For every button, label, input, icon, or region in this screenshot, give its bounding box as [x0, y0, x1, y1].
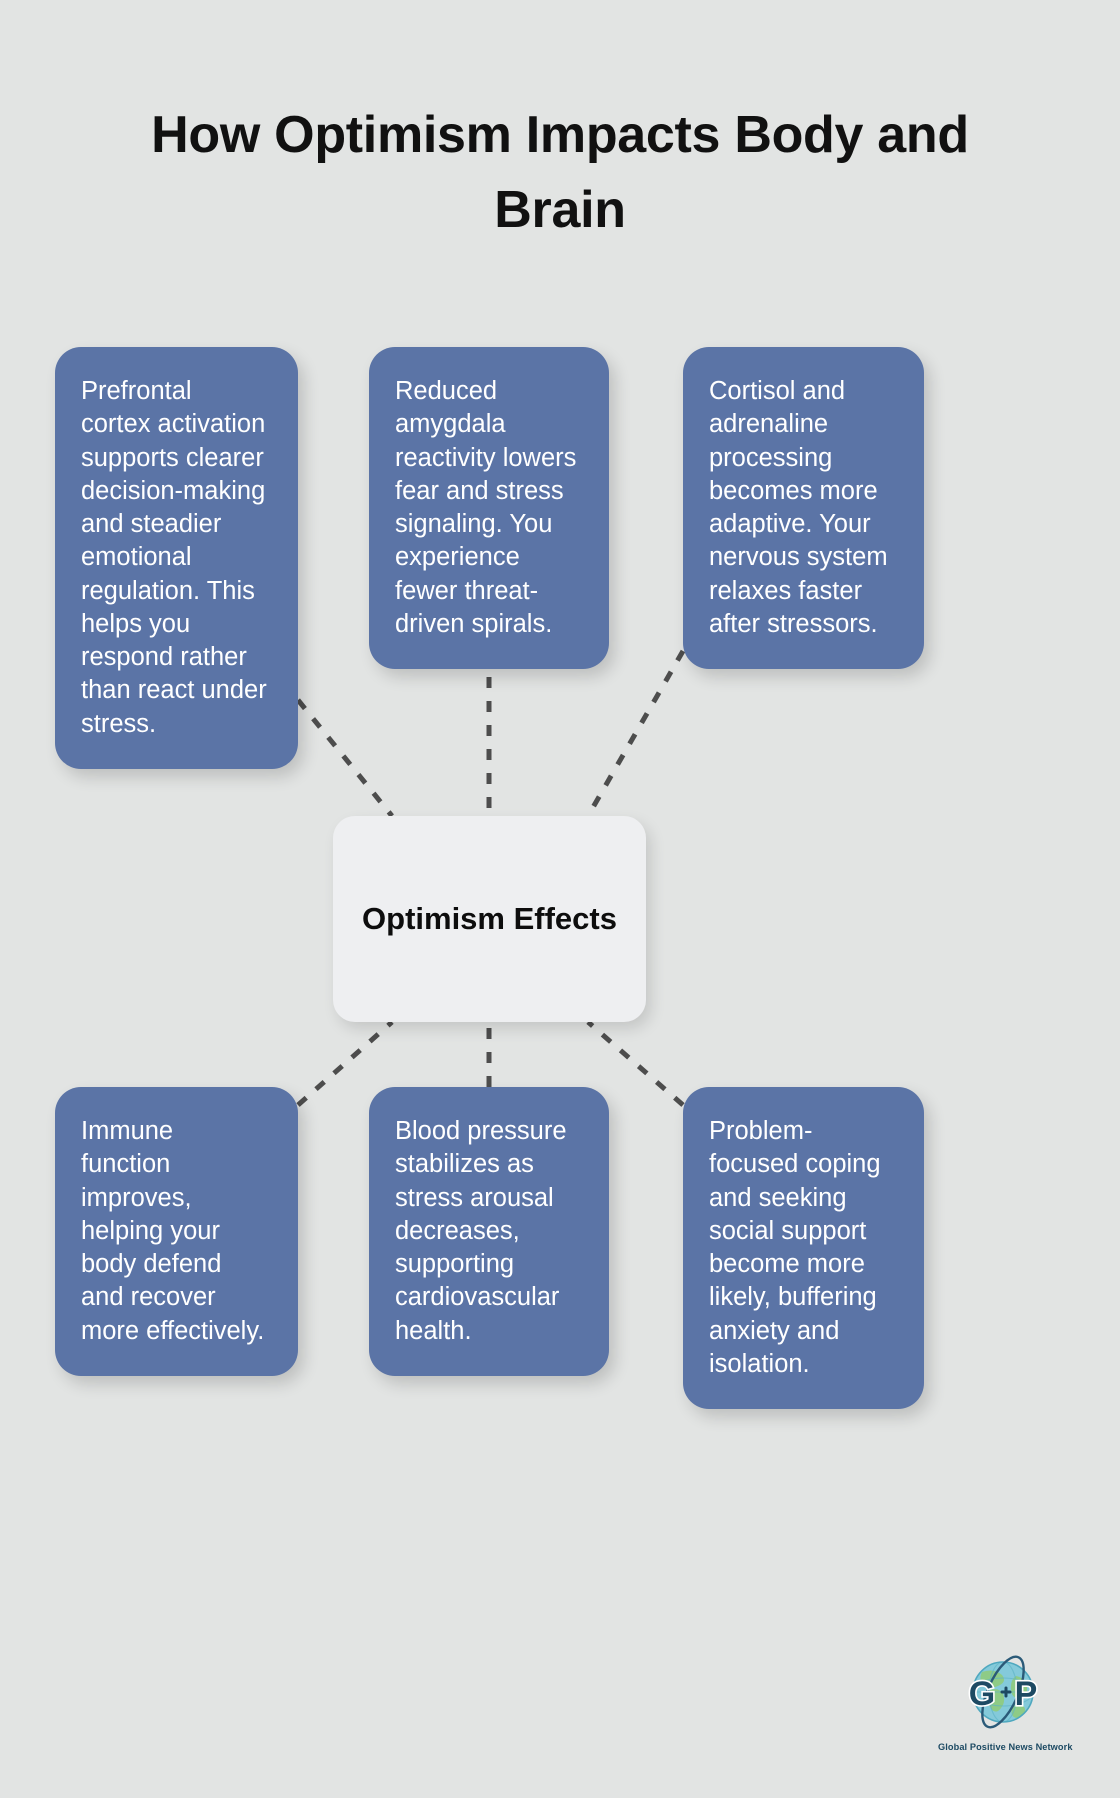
center-node-optimism-effects[interactable]: Optimism Effects: [333, 816, 646, 1022]
globe-icon: G P: [967, 1655, 1039, 1729]
effect-card-text: Problem-focused coping and seeking socia…: [709, 1117, 881, 1378]
brand-logo-caption: Global Positive News Network: [938, 1742, 1073, 1752]
connector-top-right: [585, 649, 686, 818]
connector-top-left: [296, 698, 394, 818]
effect-card-amygdala[interactable]: Reduced amygdala reactivity lowers fear …: [369, 347, 609, 670]
effect-card-blood-pressure[interactable]: Blood pressure stabilizes as stress arou…: [369, 1087, 609, 1376]
page-title: How Optimism Impacts Body and Brain: [151, 106, 969, 239]
effect-card-prefrontal-cortex[interactable]: Prefrontal cortex activation supports cl…: [55, 347, 298, 769]
effect-card-text: Cortisol and adrenaline processing becom…: [709, 377, 888, 638]
effect-card-immune-function[interactable]: Immune function improves, helping your b…: [55, 1087, 298, 1376]
svg-text:P: P: [1015, 1675, 1038, 1713]
connector-bottom-right: [586, 1020, 685, 1107]
brand-logo: G P Global Positive News Network: [938, 1648, 1073, 1760]
effect-card-text: Blood pressure stabilizes as stress arou…: [395, 1117, 567, 1345]
effect-card-cortisol-adrenaline[interactable]: Cortisol and adrenaline processing becom…: [683, 347, 924, 670]
svg-text:G: G: [969, 1675, 995, 1713]
effect-card-text: Reduced amygdala reactivity lowers fear …: [395, 377, 577, 638]
center-node-label: Optimism Effects: [362, 901, 617, 937]
effect-card-text: Prefrontal cortex activation supports cl…: [81, 377, 267, 738]
effect-card-text: Immune function improves, helping your b…: [81, 1117, 265, 1345]
effect-card-problem-focused-coping[interactable]: Problem-focused coping and seeking socia…: [683, 1087, 924, 1410]
